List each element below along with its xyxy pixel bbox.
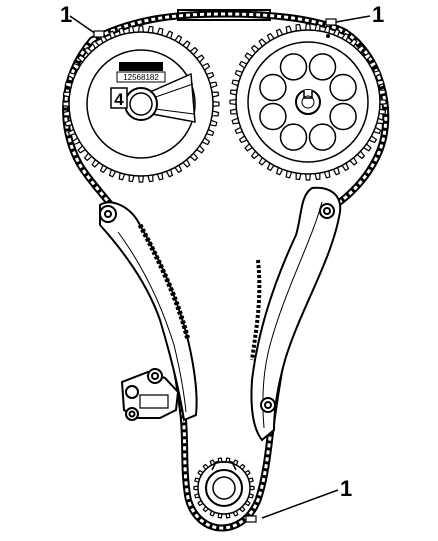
lightening-hole [279, 123, 308, 151]
callout-label: 1 [372, 2, 384, 27]
stamp-logo-box [119, 62, 163, 71]
callout-top-right: 1 [325, 2, 384, 27]
lightening-hole [308, 123, 337, 151]
timing-mark-box [110, 87, 128, 109]
lightening-hole [259, 102, 287, 131]
timing-mark-number: 4 [114, 90, 124, 109]
lightening-hole [329, 102, 357, 131]
chain-tensioner [120, 368, 180, 421]
lightening-hole [308, 53, 337, 81]
callout-label: 1 [60, 2, 72, 27]
lightening-hole [279, 53, 308, 81]
chain-tensioner-shoe [99, 201, 198, 422]
crankshaft-sprocket [193, 457, 255, 519]
exhaust-camshaft-sprocket [229, 23, 387, 181]
callout-label: 1 [340, 476, 352, 501]
lightening-holes [259, 53, 357, 151]
lightening-hole [259, 73, 287, 102]
callout-bottom: 1 [245, 476, 352, 523]
part-number-label: 12568182 [123, 73, 159, 82]
fixed-chain-guide [250, 186, 342, 442]
intake-camshaft-sprocket: 12568182 4 [62, 25, 220, 183]
lightening-hole [329, 73, 357, 102]
callout-top-left: 1 [60, 2, 105, 38]
